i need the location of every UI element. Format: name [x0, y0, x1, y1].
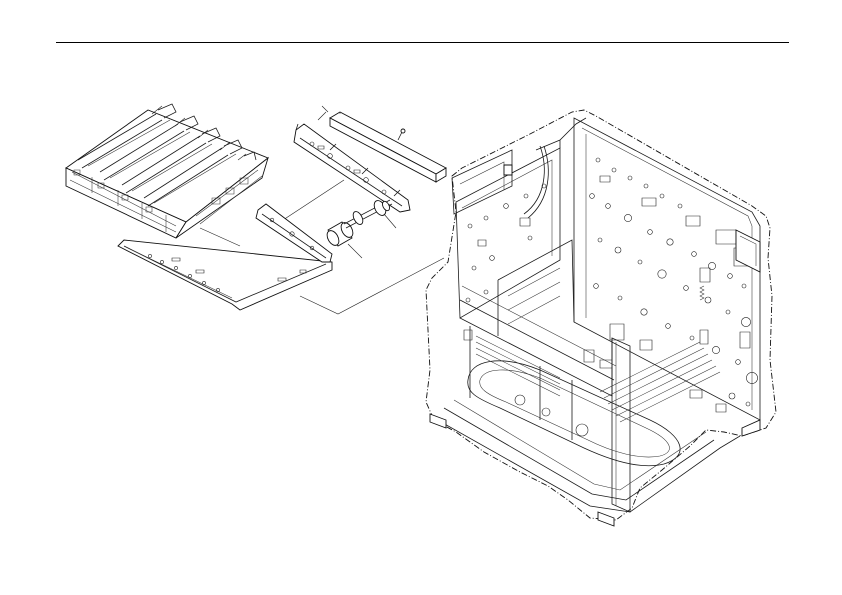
cover-bar	[322, 106, 446, 182]
toner-cartridge-assembly	[66, 104, 268, 246]
header-rule	[56, 42, 789, 43]
bracket-plate	[256, 204, 332, 262]
gear-shaft	[344, 199, 396, 228]
guide-rail	[118, 240, 444, 314]
upper-bracket-plate	[280, 112, 410, 222]
screw	[398, 129, 405, 140]
main-frame	[426, 110, 776, 526]
